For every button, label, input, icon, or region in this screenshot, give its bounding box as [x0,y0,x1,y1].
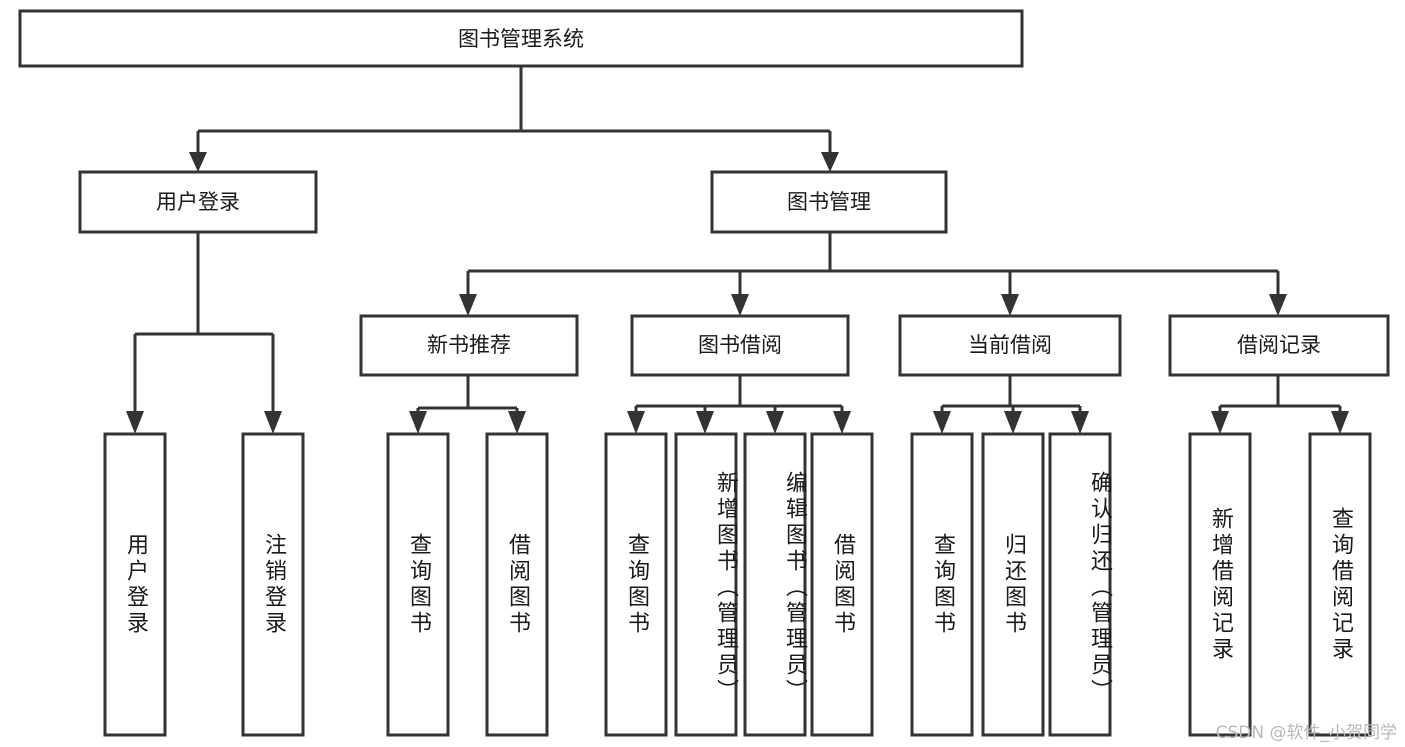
arrowhead-to-leaf-return-book [1004,411,1022,434]
leaf-node-user-login[interactable] [103,432,167,737]
node-user-login-label: 用户登录 [156,190,240,214]
leaf-query-record-box[interactable] [1308,432,1372,737]
leaf-node-borrow-book-1[interactable] [485,432,549,737]
arrowhead-to-leaf-user-login [126,411,144,434]
edge-root-to-level2-trunk [196,66,832,155]
leaf-node-edit-book[interactable] [743,432,807,737]
leaf-query-book-1-box[interactable] [386,432,450,737]
arrowhead-to-new-book-recommend [459,294,477,316]
arrowhead-to-current-borrow [1001,294,1019,316]
node-book-management-label: 图书管理 [787,190,871,214]
node-user-login-box[interactable] [78,170,318,234]
leaf-node-borrow-book-2[interactable] [810,432,874,737]
leaf-logout-box[interactable] [241,432,305,737]
node-book-borrow-label: 图书借阅 [698,333,782,357]
leaf-return-book-box[interactable] [981,432,1045,737]
node-borrow-record-label: 借阅记录 [1237,333,1321,357]
node-root-label: 图书管理系统 [458,27,584,51]
arrowhead-to-leaf-edit-book [766,411,784,434]
node-book-management[interactable]: 图书管理 [710,170,948,234]
arrowhead-to-user-login [189,152,207,172]
leaf-node-return-book[interactable] [981,432,1045,737]
connector-layer [126,66,1349,434]
leaf-node-logout[interactable] [241,432,305,737]
leaf-query-book-3-box[interactable] [910,432,974,737]
arrowhead-to-leaf-borrow-book-2 [833,411,851,434]
arrowhead-to-leaf-borrow-book-1 [508,411,526,434]
node-book-management-box[interactable] [710,170,948,234]
leaf-node-query-book-1[interactable] [386,432,450,737]
edge-bookborrow-to-leaves-trunk [634,375,844,414]
node-new-book-recommend-label: 新书推荐 [427,333,511,357]
arrowhead-to-leaf-query-book-3 [933,411,951,434]
leaf-confirm-return-box[interactable] [1048,432,1112,737]
leaf-borrow-book-2-box[interactable] [810,432,874,737]
node-new-book-recommend[interactable]: 新书推荐 [359,314,579,377]
node-new-book-recommend-box[interactable] [359,314,579,377]
arrowhead-to-leaf-add-book [696,411,714,434]
edge-currentborrow-to-leaves-trunk [940,375,1082,414]
node-current-borrow-label: 当前借阅 [968,333,1052,357]
node-current-borrow-box[interactable] [898,314,1122,377]
arrowhead-to-leaf-confirm-return [1071,411,1089,434]
leaf-edit-book-box[interactable] [743,432,807,737]
leaf-user-login-box[interactable] [103,432,167,737]
node-root-box[interactable] [18,9,1024,68]
edge-userlogin-to-leaves-trunk [133,232,275,414]
node-book-borrow[interactable]: 图书借阅 [630,314,850,377]
arrowhead-to-book-management [821,152,839,172]
node-root-system[interactable]: 图书管理系统 [18,9,1024,68]
node-borrow-record-box[interactable] [1168,314,1390,377]
leaf-node-add-book[interactable] [674,432,738,737]
node-borrow-record[interactable]: 借阅记录 [1168,314,1390,377]
leaf-query-book-2-box[interactable] [604,432,668,737]
node-book-borrow-box[interactable] [630,314,850,377]
leaf-borrow-book-1-box[interactable] [485,432,549,737]
arrowhead-to-leaf-query-book-1 [409,411,427,434]
edge-bookmgmt-to-level3-trunk [466,232,1280,297]
leaf-node-query-book-2[interactable] [604,432,668,737]
arrowhead-to-leaf-logout [264,411,282,434]
edge-borrowrecord-to-leaves-trunk [1218,375,1342,414]
leaf-node-add-record[interactable] [1188,432,1252,737]
edge-newbook-to-leaves-trunk [416,375,519,414]
leaf-add-book-box[interactable] [674,432,738,737]
leaf-add-record-box[interactable] [1188,432,1252,737]
node-user-login[interactable]: 用户登录 [78,170,318,234]
arrowhead-to-leaf-add-record [1211,411,1229,434]
node-current-borrow[interactable]: 当前借阅 [898,314,1122,377]
leaf-node-confirm-return[interactable] [1048,432,1112,737]
leaf-node-query-book-3[interactable] [910,432,974,737]
arrowhead-to-book-borrow [731,294,749,316]
arrowhead-to-leaf-query-record [1331,411,1349,434]
leaf-node-query-record[interactable] [1308,432,1372,737]
arrowhead-to-leaf-query-book-2 [627,411,645,434]
arrowhead-to-borrow-record [1269,294,1287,316]
